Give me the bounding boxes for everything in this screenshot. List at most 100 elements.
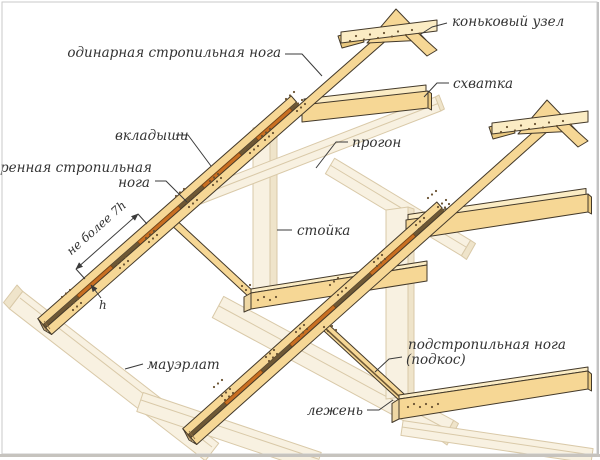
nail-dot	[115, 262, 119, 266]
nail-dot	[336, 293, 340, 297]
label-post: стойка	[297, 223, 350, 239]
nail-dot	[328, 283, 332, 287]
nail-dot	[126, 259, 130, 263]
nail-dot	[447, 202, 451, 206]
nail-dot	[298, 327, 302, 330]
nail-dot	[513, 129, 517, 132]
nail-dot	[295, 109, 299, 113]
nail-dot	[418, 220, 422, 223]
nail-dot	[340, 290, 344, 293]
nail-dot	[354, 34, 358, 38]
nail-dot	[271, 131, 275, 135]
nail-dot	[216, 382, 220, 385]
nail-dot	[262, 295, 266, 299]
nail-dot	[227, 395, 231, 398]
nail-dot	[541, 126, 545, 129]
nail-dot	[426, 196, 430, 200]
nail-dot	[326, 329, 330, 333]
nail-dot	[195, 198, 199, 202]
nail-dot	[264, 355, 268, 359]
nail-dot	[220, 394, 224, 398]
label-sleeper: лежень	[307, 403, 363, 419]
nail-dot	[436, 205, 440, 209]
nail-dot	[284, 97, 288, 101]
nail-dot	[421, 224, 425, 227]
nail-dot	[184, 201, 188, 205]
nail-dot	[268, 127, 272, 131]
nail-dot	[147, 240, 151, 244]
nail-dot	[253, 140, 257, 144]
nail-dot	[192, 194, 196, 198]
nail-dot	[240, 284, 244, 288]
nail-dot	[368, 33, 372, 36]
nail-dot	[414, 223, 418, 227]
nail-dot	[231, 391, 235, 395]
nail-dot	[297, 334, 301, 338]
nail-dot	[412, 402, 416, 406]
nail-dot	[383, 257, 387, 261]
nail-dot	[220, 378, 224, 382]
label-tie: схватка	[453, 76, 513, 92]
sleeper-beam-front	[391, 366, 592, 423]
nail-dot	[305, 327, 309, 331]
nail-dot	[348, 39, 352, 43]
nail-dot	[212, 385, 216, 389]
nail-dot	[71, 308, 75, 312]
nail-dot	[418, 32, 422, 35]
dimension-h-label: h	[99, 298, 107, 312]
nail-dot	[301, 331, 305, 334]
nail-dot	[519, 124, 523, 127]
labels: коньковый узел одинарная стропильная ног…	[0, 14, 566, 419]
nail-dot	[219, 176, 223, 180]
nail-dot	[547, 121, 551, 124]
nail-dot	[68, 288, 72, 292]
nail-dot	[215, 180, 219, 183]
nail-dot	[434, 189, 438, 193]
nail-dot	[424, 402, 428, 406]
nail-dot	[268, 298, 272, 302]
nail-dot	[248, 151, 252, 155]
nail-dot	[60, 295, 64, 299]
nail-dot	[444, 198, 448, 202]
nail-dot	[264, 131, 268, 134]
nail-dot	[569, 123, 573, 126]
nail-dot	[344, 286, 348, 290]
nail-dot	[245, 147, 249, 151]
nail-dot	[300, 98, 304, 102]
nail-dots	[60, 28, 573, 409]
nail-dot	[430, 405, 434, 409]
tie-beam-back	[301, 84, 432, 123]
nail-dot	[332, 280, 336, 283]
nail-dot	[376, 257, 380, 260]
nail-dot	[418, 405, 422, 409]
nail-dot	[248, 283, 252, 287]
nail-dot	[75, 305, 79, 308]
nail-dot	[268, 352, 272, 355]
nail-dot	[211, 183, 215, 187]
nail-dot	[417, 227, 421, 231]
ridge-node-back	[337, 8, 438, 57]
nail-dot	[76, 297, 80, 301]
nail-dot	[330, 324, 334, 328]
nail-dot	[296, 102, 300, 105]
nail-dot	[224, 391, 228, 394]
nail-dot	[72, 301, 76, 304]
nail-dot	[396, 30, 400, 33]
nail-dot	[155, 233, 159, 237]
label-sub-rafter-leg-line2: (подкос)	[406, 352, 466, 368]
nail-dot	[406, 405, 410, 409]
nail-dot	[390, 35, 394, 38]
nail-dot	[303, 102, 307, 106]
label-mauerlat: мауэрлат	[147, 357, 220, 373]
label-single-rafter-leg: одинарная стропильная нога	[67, 45, 281, 61]
nail-dot	[64, 292, 68, 295]
nail-dot	[410, 28, 414, 32]
nail-dot	[499, 130, 503, 134]
nail-dot	[376, 36, 380, 40]
nail-dot	[260, 134, 264, 138]
nail-dot	[249, 144, 253, 147]
nail-dot	[208, 179, 212, 183]
nail-dot	[79, 301, 83, 305]
nail-dot	[288, 94, 292, 97]
